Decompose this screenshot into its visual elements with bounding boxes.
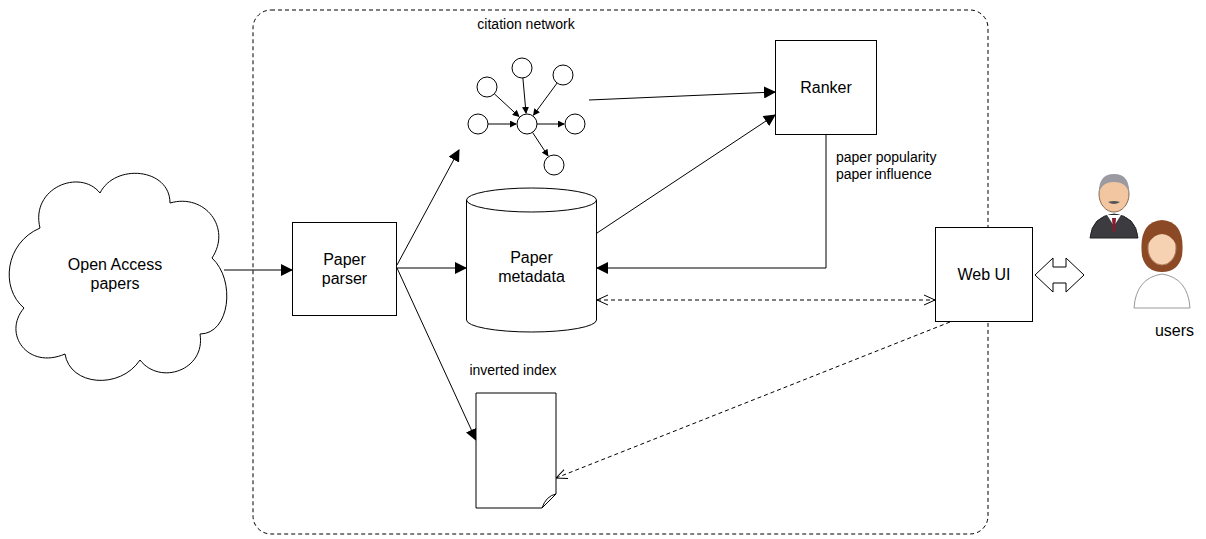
dashed-connector [556,322,950,478]
node-label: Ranker [800,78,852,97]
doc-outline [463,362,563,510]
cloud-source: Open Access papers [0,158,230,390]
database-cylinder: Paper metadata [466,188,597,332]
edge-label: paper popularity paper influence [834,148,966,184]
arrow-connector [397,268,466,269]
node-label: Open Access papers [55,255,175,293]
arrow-connector [597,135,826,268]
network-figure: citation network [455,16,597,182]
dashed-connector [597,300,935,301]
process-box: Paper parser [292,222,397,316]
arrow-connector [589,92,775,100]
cloud-outline [0,158,230,390]
double-arrow [1035,258,1084,292]
node-label: users [1155,321,1194,340]
node-label: citation network [456,16,596,33]
user-group: users [1080,160,1204,342]
process-box: Ranker [775,40,877,135]
users-outline [1080,160,1204,342]
dashed-boundary [253,10,988,534]
node-label: Paper parser [312,250,378,288]
arrow-connector [597,115,775,233]
arrow-connector [224,270,292,271]
process-box: Web UI [935,227,1033,322]
graph-outline [455,16,597,182]
node-label: Paper metadata [482,248,582,286]
arrow-connector [397,150,459,265]
rect-outline [292,222,397,316]
arrow-connector [397,268,476,440]
node-label: Web UI [957,265,1010,284]
document-shape: inverted index [463,362,563,510]
node-label: inverted index [463,362,563,379]
